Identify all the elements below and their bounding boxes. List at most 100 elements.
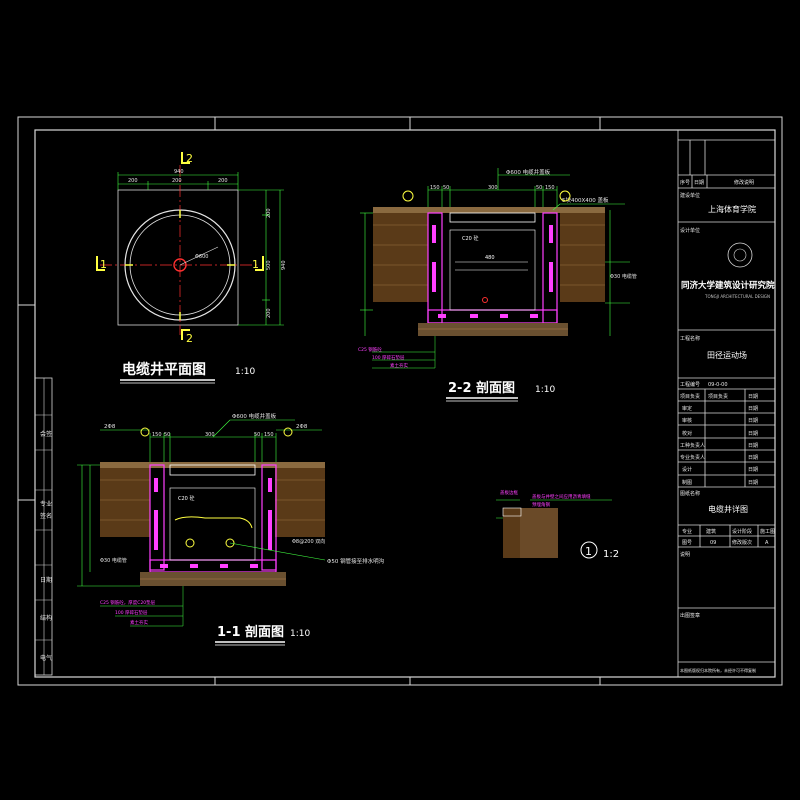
title-block bbox=[677, 129, 776, 678]
sec11-label-c: Φ30 电缆管 bbox=[100, 557, 127, 564]
tb-note-label: 说明 bbox=[680, 551, 690, 558]
tb-row-1-role: 审定 bbox=[682, 405, 692, 412]
tb-spec-1: 建筑 bbox=[706, 528, 716, 535]
sec22-note-1: 100 厚碎石垫层 bbox=[372, 354, 405, 361]
tb-row-0-date: 日期 bbox=[748, 394, 758, 400]
strip-label-0: 会签 bbox=[40, 430, 52, 438]
sec11-title: 1-1 剖面图 bbox=[217, 624, 284, 640]
sec11-inner-label: C20 砼 bbox=[178, 495, 194, 502]
tb-projno-label: 工程编号 bbox=[680, 381, 700, 388]
sec22-label-b: 5块400X400 盖板 bbox=[562, 196, 609, 204]
tb-row-5-role: 专业负责人 bbox=[680, 454, 705, 461]
sec22-title: 2-2 剖面图 bbox=[448, 380, 515, 396]
sec22-width: 480 bbox=[485, 255, 495, 261]
strip-label-4: 结构 bbox=[40, 614, 52, 622]
plan-dim-right-total: 940 bbox=[281, 260, 287, 270]
tb-designer-label: 设计单位 bbox=[680, 227, 700, 234]
tb-row-7-date: 日期 bbox=[748, 480, 758, 486]
strip-label-3: 日期 bbox=[40, 576, 52, 584]
frame-ticks bbox=[18, 117, 601, 685]
tb-project-label: 工程名称 bbox=[680, 335, 700, 342]
tb-row-4-date: 日期 bbox=[748, 443, 758, 449]
plan-dim-right-1: 500 bbox=[266, 260, 272, 270]
tb-footer: 本图纸版权归本院所有，未经许可不得复制 bbox=[680, 667, 756, 673]
plan-dim-total: 940 bbox=[174, 169, 184, 175]
sec11-label-d: Φ8@200 双向 bbox=[292, 538, 325, 545]
cut-mark-2-top: 2 bbox=[186, 152, 193, 165]
plan-dim-top-0: 200 bbox=[128, 178, 138, 184]
plan-radius: Φ600 bbox=[195, 254, 208, 260]
plan-dim-top-1: 200 bbox=[172, 178, 182, 184]
strip-label-5: 电气 bbox=[40, 654, 52, 662]
strip-label-2: 签名 bbox=[40, 512, 52, 520]
sec22-dim-3: 50 bbox=[536, 185, 542, 191]
tb-row-0-role: 项目负责 bbox=[680, 393, 700, 400]
tb-spec2-0: 图号 bbox=[682, 540, 692, 546]
section-1-1: C20 砼 150 50 300 50 150 Φ600 电缆井盖板 2Φ8 2… bbox=[77, 412, 385, 646]
cut-mark-1-left: 1 bbox=[100, 258, 107, 271]
tb-row-5-date: 日期 bbox=[748, 455, 758, 461]
tb-spec2-3: A bbox=[765, 540, 769, 546]
sec22-note-2: 素土夯实 bbox=[390, 362, 408, 369]
tb-row-2-date: 日期 bbox=[748, 418, 758, 424]
left-sign-strip: 会签 专业 签名 日期 结构 电气 bbox=[34, 377, 53, 676]
detail-1: 盖板边框 盖板与井壁之间应用沥青填缝 预埋角钢 1 1:2 bbox=[496, 489, 619, 560]
sec11-dim-2: 300 bbox=[205, 432, 215, 438]
tb-row-3-date: 日期 bbox=[748, 431, 758, 437]
institute-logo bbox=[727, 242, 753, 268]
tb-spec2-1: 09 bbox=[710, 540, 716, 546]
detail-label-b: 盖板与井壁之间应用沥青填缝 bbox=[532, 493, 591, 500]
sec22-dim-1: 50 bbox=[443, 185, 449, 191]
tb-designer-en: TONGJI ARCHITECTURAL DESIGN bbox=[704, 294, 770, 299]
tb-row-0-name: 项目负责 bbox=[708, 393, 728, 400]
tb-header-2: 修改说明 bbox=[734, 179, 754, 186]
sec22-label-c: Φ30 电缆管 bbox=[610, 273, 637, 280]
plan-view: Φ600 940 200 200 200 200 500 200 940 bbox=[96, 152, 287, 384]
tb-designer-name: 同济大学建筑设计研究院 bbox=[681, 280, 775, 291]
sec11-label-left: 2Φ8 bbox=[104, 424, 116, 430]
sec11-note-0: C25 钢筋砼，厚度C20垫层 bbox=[100, 599, 156, 606]
detail-label-a: 盖板边框 bbox=[500, 489, 518, 496]
tb-drawing-name: 电缆井详图 bbox=[708, 504, 748, 514]
tb-projno: 09-0-00 bbox=[708, 382, 728, 388]
tb-row-6-date: 日期 bbox=[748, 467, 758, 473]
tb-project: 田径运动场 bbox=[707, 350, 747, 360]
sec11-dim-0: 150 bbox=[152, 432, 162, 438]
tb-client-label: 建设单位 bbox=[680, 192, 700, 199]
tb-spec-3: 施工图 bbox=[760, 528, 775, 535]
sec11-label-b: Φ50 钢管接至排水明沟 bbox=[327, 557, 385, 565]
tb-row-3-role: 校对 bbox=[682, 430, 692, 437]
plan-scale: 1:10 bbox=[235, 367, 255, 377]
outer-frame bbox=[17, 116, 783, 686]
tb-row-1-date: 日期 bbox=[748, 406, 758, 412]
sec11-note-2: 素土夯实 bbox=[130, 619, 148, 626]
sec11-label-right: 2Φ8 bbox=[296, 424, 308, 430]
plan-dim-top-2: 200 bbox=[218, 178, 228, 184]
title-block-text: 序号 日期 修改说明 建设单位 上海体育学院 设计单位 同济大学建筑设计研究院 … bbox=[680, 179, 775, 673]
tb-header-1: 日期 bbox=[694, 180, 704, 186]
tb-drawing-name-label: 图纸名称 bbox=[680, 490, 700, 497]
tb-row-7-role: 制图 bbox=[682, 479, 692, 486]
sec22-label-a: Φ600 电缆井盖板 bbox=[506, 168, 551, 176]
sec22-dim-0: 150 bbox=[430, 185, 440, 191]
tb-stamp-label: 出图签章 bbox=[680, 612, 700, 619]
sec22-dim-4: 150 bbox=[545, 185, 555, 191]
detail-num: 1 bbox=[585, 545, 592, 558]
plan-dim-right-0: 200 bbox=[266, 208, 272, 218]
sec11-note-1: 100 厚碎石垫层 bbox=[115, 609, 148, 616]
detail-scale: 1:2 bbox=[603, 549, 619, 560]
plan-title: 电缆井平面图 bbox=[122, 361, 206, 378]
section-2-2: C20 砼 480 150 50 300 50 150 Φ600 电缆井盖板 5… bbox=[358, 168, 637, 402]
sec22-dim-2: 300 bbox=[488, 185, 498, 191]
tb-row-4-role: 工种负责人 bbox=[680, 442, 705, 449]
strip-label-1: 专业 bbox=[40, 500, 52, 508]
detail-label-c: 预埋角钢 bbox=[532, 501, 550, 508]
sec11-scale: 1:10 bbox=[290, 629, 310, 639]
tb-row-6-role: 设计 bbox=[682, 466, 692, 473]
sec11-dim-3: 50 bbox=[254, 432, 260, 438]
sec22-scale: 1:10 bbox=[535, 385, 555, 395]
tb-spec-2: 设计阶段 bbox=[732, 528, 752, 535]
tb-client: 上海体育学院 bbox=[708, 204, 756, 214]
sec11-dim-1: 50 bbox=[164, 432, 170, 438]
